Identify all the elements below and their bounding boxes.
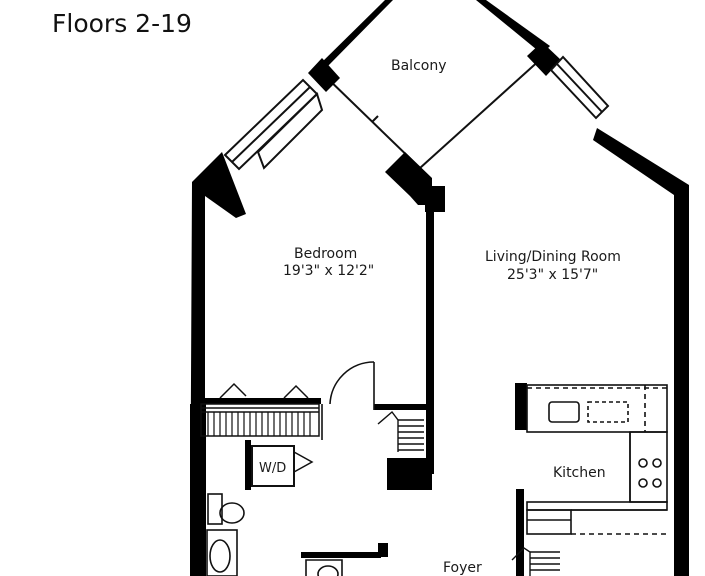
washer-dryer: W/D [251,445,314,487]
bathroom-fixtures [206,493,343,576]
bedroom-label: Bedroom [294,246,357,262]
washer-dryer-label: W/D [259,461,286,476]
balcony-label: Balcony [391,58,447,74]
bedroom-dims: 19'3" x 12'2" [283,263,374,279]
bedroom-door [321,361,375,440]
living-dims: 25'3" x 15'7" [507,267,598,283]
plan-title: Floors 2-19 [52,9,192,38]
exterior-walls [190,0,689,576]
bedroom-closet [200,382,320,437]
foyer-closet [511,547,560,576]
balcony-railing [322,57,543,169]
living-label: Living/Dining Room [485,249,621,265]
kitchen-counters [526,384,668,535]
windows [223,55,610,171]
kitchen-label: Kitchen [553,465,606,481]
interior-walls [190,212,527,576]
foyer-label: Foyer [443,560,482,576]
linen-closet [377,410,424,452]
